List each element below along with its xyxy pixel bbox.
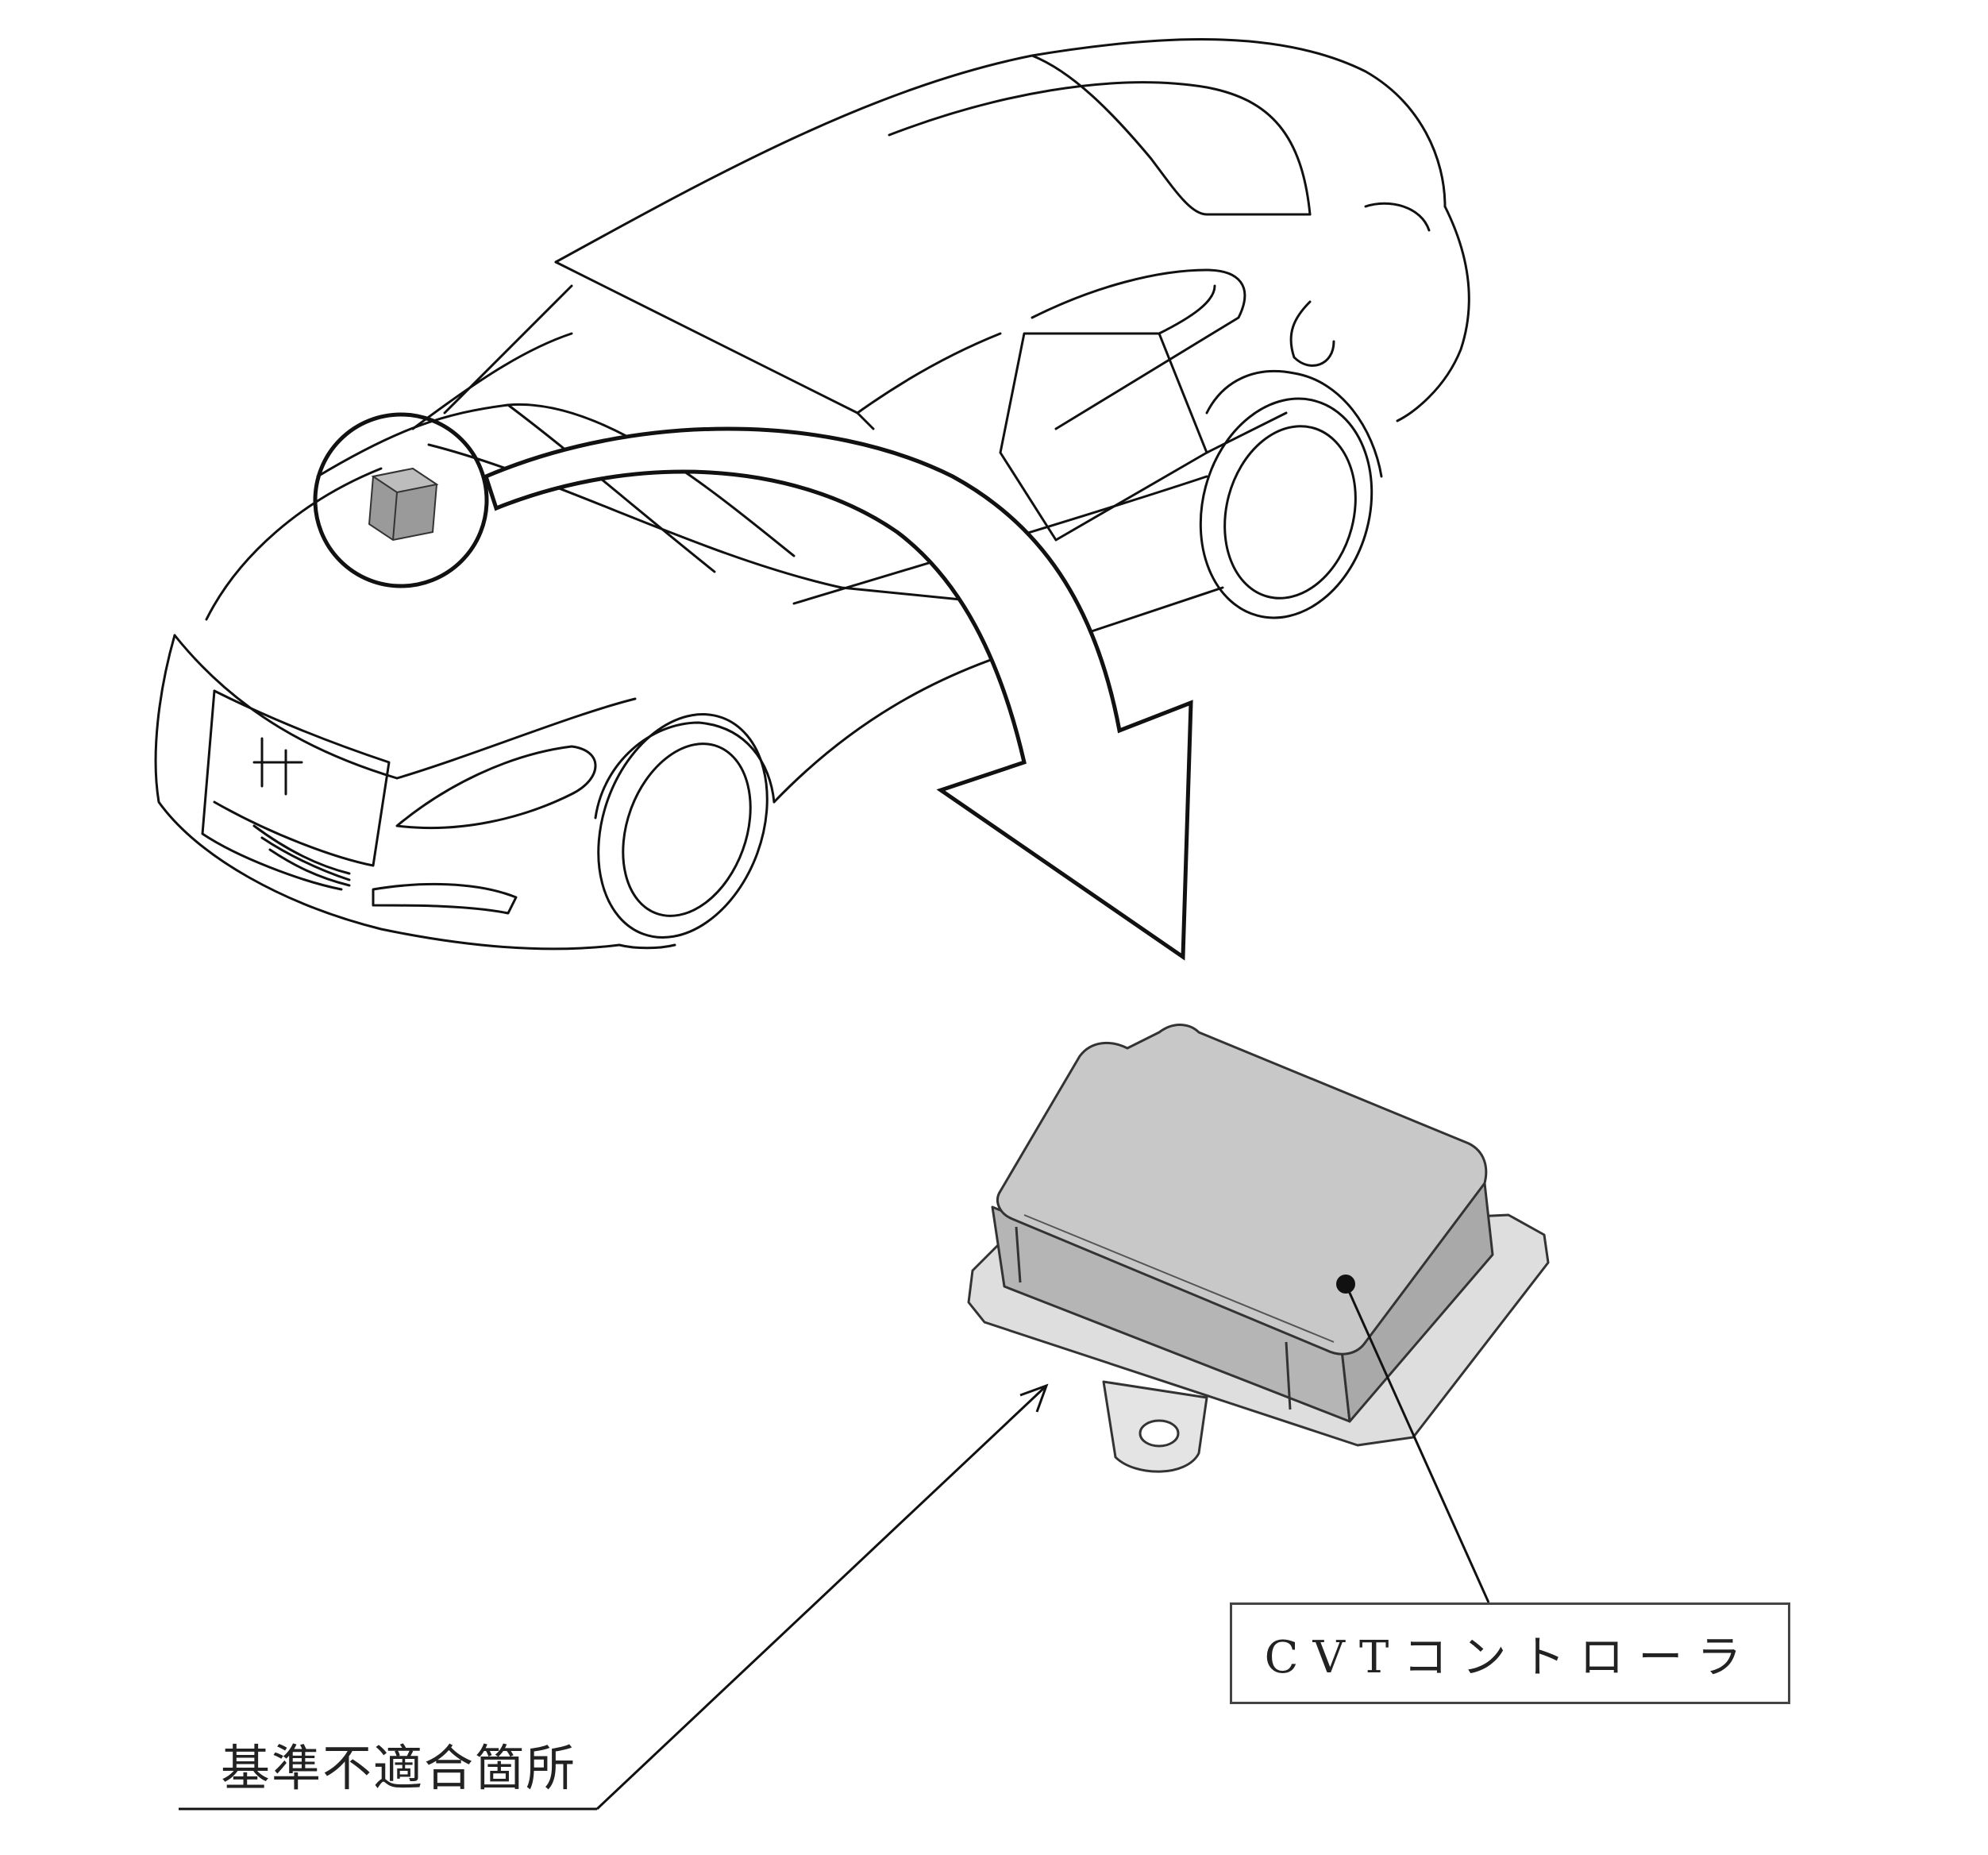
magnifier-circle-icon xyxy=(313,412,489,588)
cvt-controller-unit-icon xyxy=(967,1024,1550,1473)
curved-arrow-icon xyxy=(483,426,1193,961)
nonconformity-location-label: 基準不適合箇所 xyxy=(221,1739,577,1797)
leader-arrow-icon xyxy=(179,1383,1049,1811)
car-outline-icon xyxy=(154,38,1470,951)
part-name-label: CVTコントローラ xyxy=(1230,1602,1790,1704)
part-leader-line xyxy=(1344,1283,1490,1603)
